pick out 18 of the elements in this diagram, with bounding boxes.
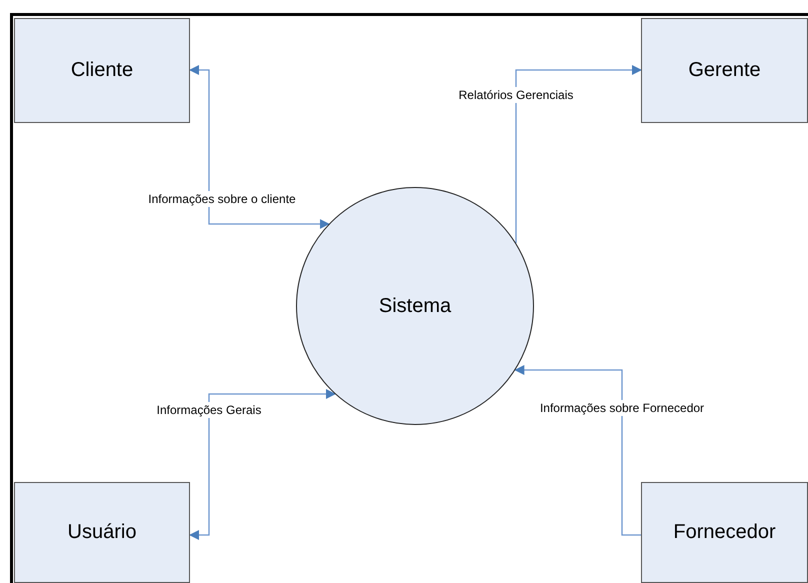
edge-label: Relatórios Gerenciais (458, 87, 574, 103)
arrow (189, 65, 330, 229)
node-label: Fornecedor (673, 521, 776, 544)
edge-label: Informações sobre o cliente (147, 191, 297, 207)
node-label: Usuário (68, 521, 136, 544)
edge-label: Informações sobre Fornecedor (538, 400, 706, 416)
arrow (515, 65, 642, 244)
entity-box (14, 482, 190, 583)
entity-box (641, 482, 808, 583)
node-label: Cliente (70, 59, 134, 82)
node-label: Gerente (688, 59, 761, 82)
edge-label: Informações Gerais (156, 402, 262, 418)
node-label: Sistema (378, 294, 452, 318)
entity-box (641, 18, 808, 123)
process-circle (296, 187, 534, 425)
arrow (514, 365, 641, 536)
arrow (189, 389, 336, 540)
entity-box (14, 18, 190, 123)
